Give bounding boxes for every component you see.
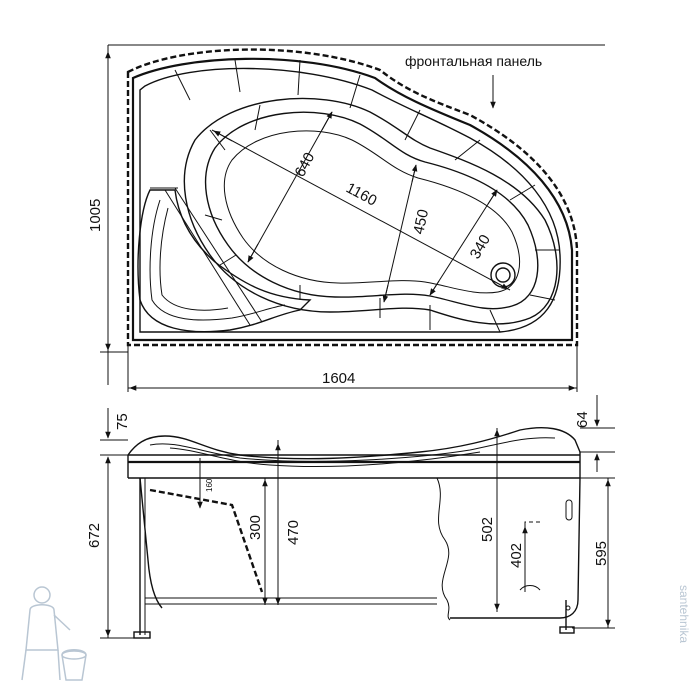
dim-64: 64 [574,411,591,428]
dim-300: 300 [247,515,264,540]
mid-dimension-line [383,164,417,303]
dim-1604: 1604 [322,370,355,387]
rim-segments [174,59,560,333]
dim-340: 340 [467,232,494,262]
basin-inner-contour [204,111,539,310]
dim-402: 402 [508,543,525,568]
narrow-dimension-line [429,189,498,296]
dim-160: 160 [205,478,214,492]
dim-75: 75 [114,413,131,430]
basin-outer-contour [183,97,558,325]
dim-502: 502 [479,517,496,542]
dim-1160: 1160 [343,180,379,210]
dim-450: 450 [410,208,432,236]
overflow-pipe [524,521,540,590]
side-body-left [139,477,163,609]
dim-595: 595 [593,541,610,566]
dim-470: 470 [285,520,302,545]
seat-profile [149,488,264,593]
front-panel-outline [126,48,579,347]
side-body-right [450,477,581,619]
plumber-logo-icon [21,586,87,681]
watermark: santehnika [21,585,691,681]
drain-inner [495,267,511,283]
length-dimension-line [211,129,511,291]
side-view: 75 672 160 300 470 502 402 [86,395,615,639]
basin-floor [223,130,520,294]
corner-seat-outline [137,189,312,333]
watermark-text: santehnika [677,585,691,643]
overflow-port [565,499,573,521]
tub-rim-inner [139,67,561,333]
dim-1005: 1005 [87,199,104,232]
top-view: фронтальная панель 1005 1604 1160 640 45… [87,44,605,392]
front-panel-label: фронтальная панель [405,53,542,69]
dim-672: 672 [86,523,103,548]
break-line [436,477,451,621]
side-rim-top [127,427,581,460]
wide-dimension-line [247,111,333,263]
drain-outer [490,262,516,288]
tub-outer-rim [131,57,574,342]
